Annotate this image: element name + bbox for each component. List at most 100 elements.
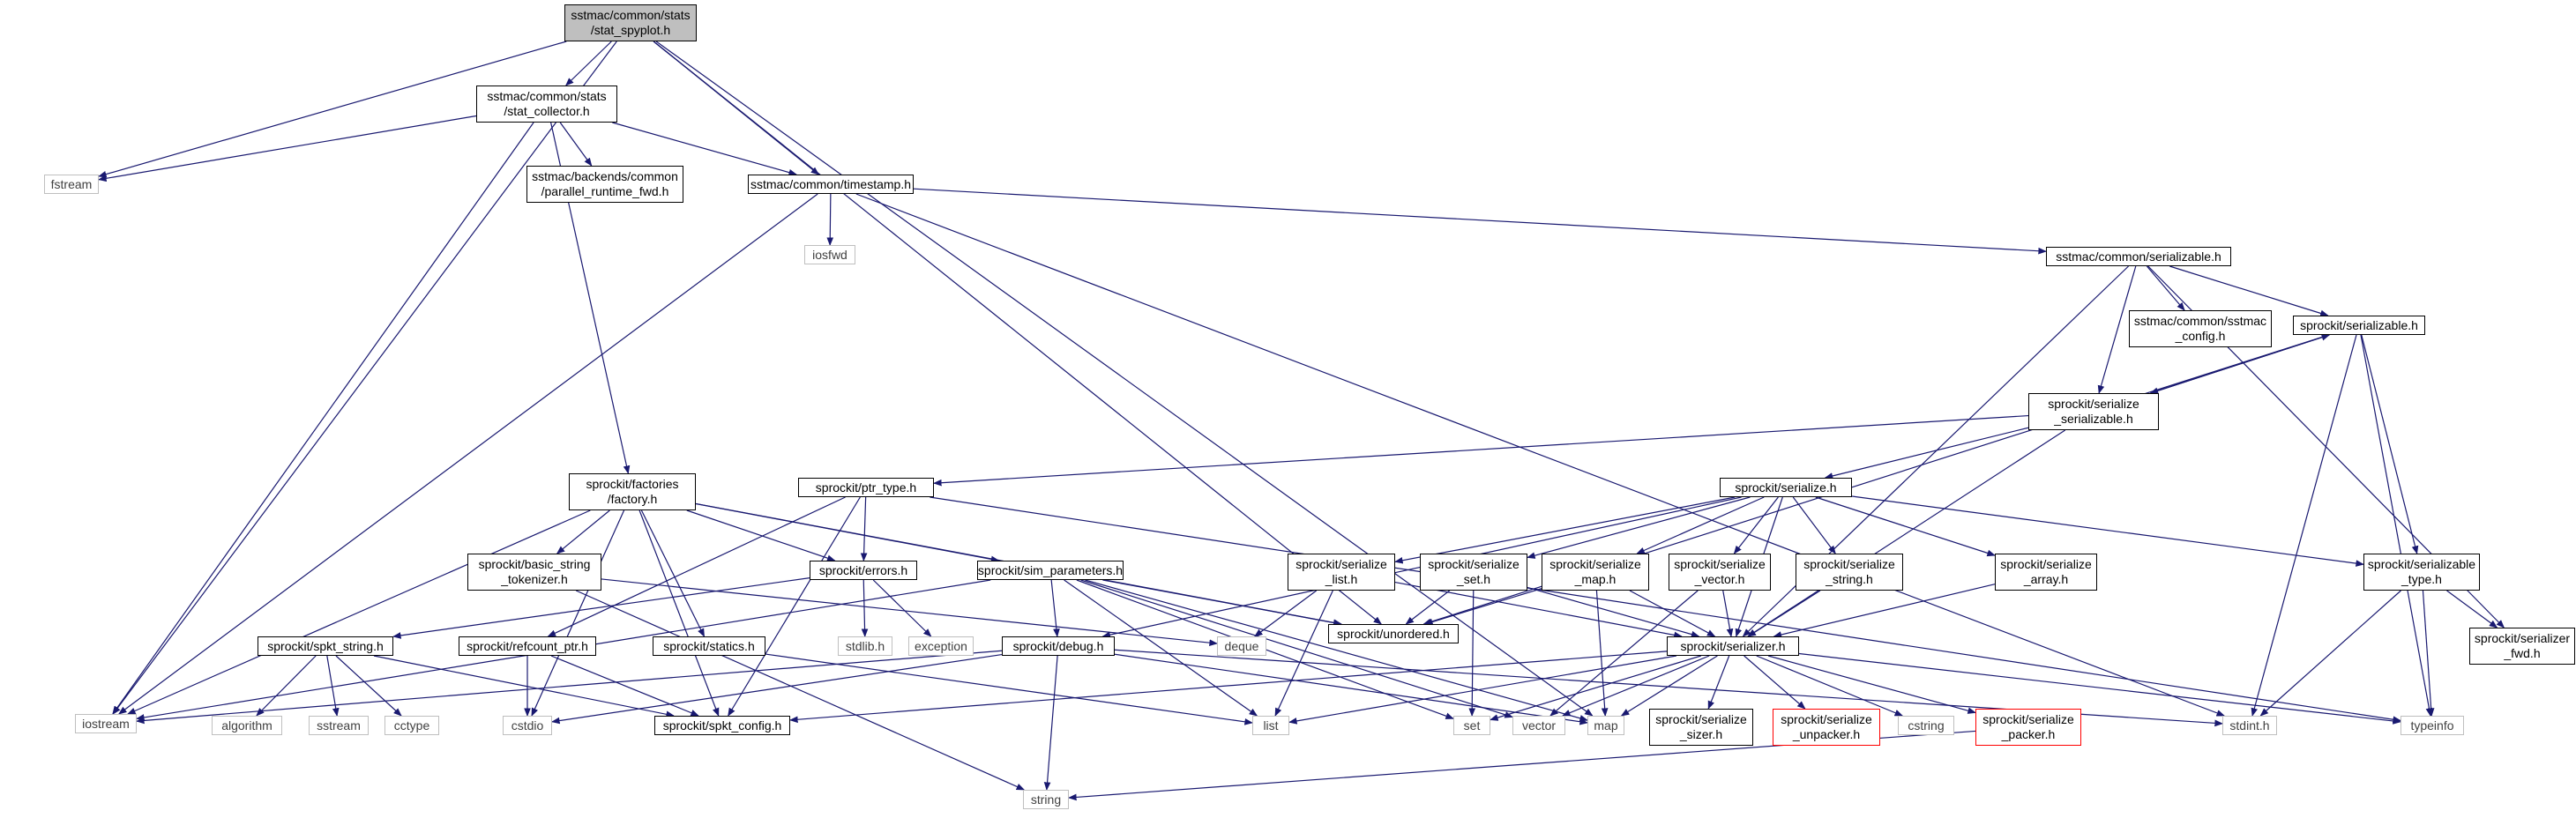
node-ser-string[interactable]: sprockit/serialize _string.h — [1796, 554, 1903, 591]
node-exception: exception — [908, 636, 974, 656]
edge-serializer-to-typeinfo — [1798, 652, 2401, 725]
node-ser-map[interactable]: sprockit/serialize _map.h — [1542, 554, 1649, 591]
node-ser-set[interactable]: sprockit/serialize _set.h — [1420, 554, 1527, 591]
edge-debug-to-string — [1043, 655, 1058, 791]
edge-serializer-to-ser-unpacker — [1743, 655, 1806, 710]
node-ser-sizer[interactable]: sprockit/serialize _sizer.h — [1649, 709, 1753, 746]
edge-factory-to-statics — [640, 509, 706, 637]
node-unordered[interactable]: sprockit/unordered.h — [1328, 624, 1459, 643]
edge-spkt-string-to-spkt-config — [373, 655, 675, 718]
node-stdint: stdint.h — [2222, 716, 2277, 735]
node-serialize[interactable]: sprockit/serialize.h — [1720, 478, 1852, 497]
edge-ptr-type-to-spkt-config — [728, 496, 861, 717]
edge-errors-to-spkt-string — [392, 577, 810, 639]
node-collector[interactable]: sstmac/common/stats /stat_collector.h — [476, 86, 617, 123]
node-ser-packer[interactable]: sprockit/serialize _packer.h — [1975, 709, 2081, 746]
edge-collector-to-fstream — [98, 115, 477, 182]
node-spkt-string[interactable]: sprockit/spkt_string.h — [258, 636, 393, 656]
edge-serializer-to-set — [1490, 655, 1701, 721]
node-map: map — [1587, 716, 1624, 735]
edge-ser-serializable-to-serialize — [1824, 427, 2029, 480]
node-parallel[interactable]: sstmac/backends/common /parallel_runtime… — [526, 166, 683, 203]
edge-ser-set-to-unordered — [1405, 590, 1451, 625]
edge-ser-serializable-to-sk-serializable — [2150, 334, 2331, 394]
edge-ptr-type-to-typeinfo — [930, 496, 2401, 724]
node-ser-unpacker[interactable]: sprockit/serialize _unpacker.h — [1773, 709, 1880, 746]
edge-serialize-to-ser-map — [1636, 496, 1765, 554]
node-errors[interactable]: sprockit/errors.h — [810, 561, 917, 580]
edge-spkt-string-to-sstream — [326, 655, 340, 717]
edge-ser-list-to-deque — [1254, 590, 1318, 637]
edge-sim-params-to-debug — [1050, 579, 1060, 637]
edge-statics-to-list — [765, 653, 1253, 725]
node-cstring: cstring — [1898, 716, 1954, 735]
edge-ser-type-to-stdint — [2259, 590, 2401, 717]
node-ser-fwd[interactable]: sprockit/serializer _fwd.h — [2469, 628, 2575, 665]
node-root: sstmac/common/stats /stat_spyplot.h — [564, 4, 697, 41]
node-sk-serializable[interactable]: sprockit/serializable.h — [2293, 316, 2425, 335]
node-ss-serializable[interactable]: sstmac/common/serializable.h — [2046, 247, 2231, 266]
node-ser-list[interactable]: sprockit/serialize _list.h — [1288, 554, 1395, 591]
edge-serializer-to-list — [1288, 655, 1677, 725]
edge-ser-map-to-serializer — [1629, 590, 1716, 637]
edge-ser-string-to-serializer — [1747, 590, 1821, 637]
edge-factory-to-tokenizer — [556, 509, 610, 554]
edge-ser-vector-to-serializer — [1722, 590, 1734, 637]
edge-timestamp-to-ss-serializable — [913, 188, 2047, 255]
edge-sk-serializable-to-typeinfo — [2360, 334, 2433, 717]
edge-ser-set-to-set — [1468, 590, 1476, 717]
node-cstdio: cstdio — [503, 716, 552, 735]
edge-factory-to-iostream — [127, 509, 591, 715]
node-iosfwd: iosfwd — [804, 245, 855, 264]
node-algorithm: algorithm — [212, 716, 282, 735]
node-ser-vector[interactable]: sprockit/serialize _vector.h — [1669, 554, 1771, 591]
edge-serializer-to-ser-sizer — [1707, 655, 1730, 710]
node-fstream: fstream — [44, 175, 99, 194]
edge-root-to-iostream — [112, 41, 617, 715]
node-timestamp[interactable]: sstmac/common/timestamp.h — [748, 175, 914, 194]
edge-timestamp-to-iostream — [118, 193, 818, 715]
edge-sim-params-to-vector — [1080, 579, 1513, 718]
node-vector: vector — [1512, 716, 1565, 735]
node-ser-array[interactable]: sprockit/serialize _array.h — [1995, 554, 2097, 591]
edge-serializer-to-vector — [1562, 655, 1710, 717]
edge-sk-serializable-to-stdint — [2251, 334, 2357, 717]
edge-timestamp-to-iosfwd — [826, 193, 834, 246]
edge-ser-type-to-typeinfo — [2422, 590, 2435, 717]
edge-factory-to-cstdio — [531, 509, 625, 717]
node-serializer[interactable]: sprockit/serializer.h — [1667, 636, 1799, 656]
node-debug[interactable]: sprockit/debug.h — [1002, 636, 1115, 656]
edge-sim-params-to-unordered — [1102, 579, 1342, 627]
edge-ser-list-to-list — [1274, 590, 1333, 717]
edge-ser-array-to-serializer — [1773, 584, 1996, 638]
node-statics[interactable]: sprockit/statics.h — [653, 636, 765, 656]
edge-sim-params-to-list — [1064, 579, 1258, 717]
node-typeinfo: typeinfo — [2401, 716, 2464, 735]
edge-serialize-to-ser-list — [1394, 496, 1736, 564]
node-cctype: cctype — [385, 716, 439, 735]
edge-tokenizer-to-string — [575, 590, 1026, 791]
node-ser-serializable[interactable]: sprockit/serialize _serializable.h — [2028, 393, 2159, 430]
edge-root-to-map — [655, 41, 1594, 717]
node-factory[interactable]: sprockit/factories /factory.h — [569, 473, 696, 510]
node-ptr-type[interactable]: sprockit/ptr_type.h — [798, 478, 934, 497]
edge-root-to-unordered — [653, 41, 1383, 625]
node-sstmac-config[interactable]: sstmac/common/sstmac _config.h — [2129, 310, 2272, 347]
node-ser-type[interactable]: sprockit/serializable _type.h — [2363, 554, 2480, 591]
node-list: list — [1252, 716, 1289, 735]
node-spkt-config[interactable]: sprockit/spkt_config.h — [654, 716, 790, 735]
edge-tokenizer-to-deque — [601, 578, 1218, 646]
edge-root-to-collector — [564, 41, 612, 86]
node-tokenizer[interactable]: sprockit/basic_string _tokenizer.h — [467, 554, 601, 591]
node-sim-params[interactable]: sprockit/sim_parameters.h — [977, 561, 1124, 580]
node-deque: deque — [1217, 636, 1266, 656]
node-refcount[interactable]: sprockit/refcount_ptr.h — [459, 636, 596, 656]
edge-spkt-string-to-cctype — [335, 655, 402, 717]
edge-serializer-to-ser-packer — [1767, 655, 1976, 714]
edge-collector-to-timestamp — [612, 122, 798, 176]
edge-sim-params-to-map — [1085, 579, 1588, 722]
edge-timestamp-to-stdint — [855, 193, 2226, 717]
edge-serialize-to-ser-array — [1815, 496, 1996, 557]
edge-serialize-to-ser-vector — [1733, 496, 1779, 554]
